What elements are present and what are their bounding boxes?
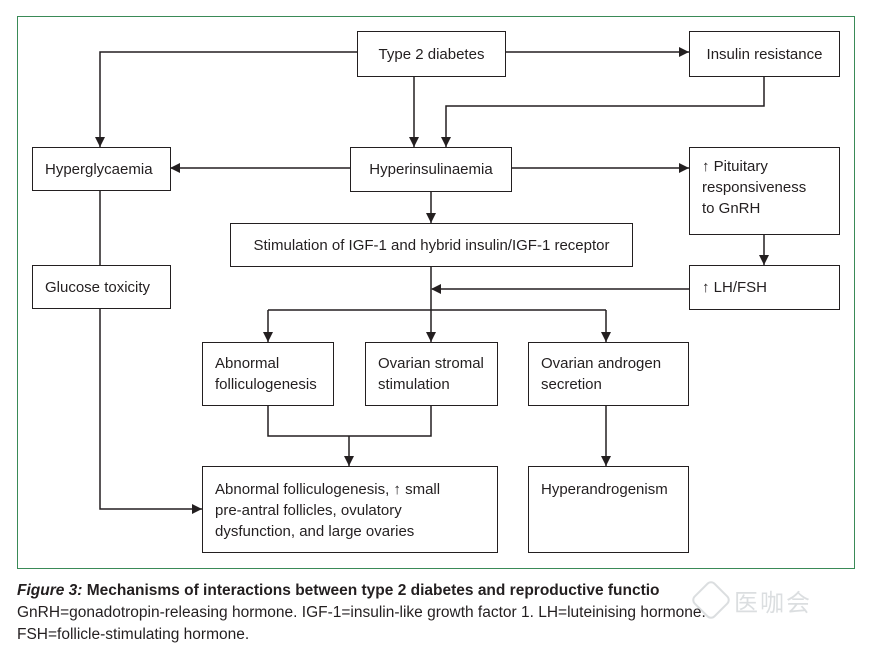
- caption-title: Mechanisms of interactions between type …: [82, 582, 660, 599]
- node-label: ↑ LH/FSH: [702, 279, 768, 296]
- node-label: Hyperandrogenism: [541, 481, 668, 498]
- caption-body: GnRH=gonadotropin-releasing hormone. IGF…: [17, 604, 706, 643]
- node-label: Ovarian stromal stimulation: [378, 355, 484, 393]
- watermark-text: 医咖会: [734, 589, 812, 617]
- edge-abnormal-and-stromal-merge: [267, 405, 432, 437]
- node-label: Hyperglycaemia: [45, 160, 153, 178]
- watermark: 医咖会: [689, 578, 856, 622]
- node-ovarian-androgen-secretion: Ovarian androgen secretion: [528, 342, 689, 406]
- edge-glucose-toxicity-to-outcome: [99, 308, 202, 514]
- node-hyperandrogenism: Hyperandrogenism: [528, 466, 689, 553]
- node-label: Type 2 diabetes: [378, 45, 485, 63]
- watermark-logo-icon: [689, 578, 733, 622]
- figure-caption: Figure 3: Mechanisms of interactions bet…: [17, 580, 817, 646]
- node-ovarian-stromal-stimulation: Ovarian stromal stimulation: [365, 342, 498, 406]
- edge-lh-fsh-to-igf1-arrowhead: [431, 284, 441, 294]
- edge-t2d-to-hyperglycaemia: [95, 51, 357, 147]
- figure-frame: [17, 16, 855, 569]
- node-hyperinsulinaemia: Hyperinsulinaemia: [350, 147, 512, 192]
- node-abnormal-folliculogenesis: Abnormal folliculogenesis: [202, 342, 334, 406]
- node-hyperglycaemia: Hyperglycaemia: [32, 147, 171, 191]
- node-outcome-follicles: Abnormal folliculogenesis, ↑ small pre-a…: [202, 466, 498, 553]
- caption-heading: Figure 3: Mechanisms of interactions bet…: [17, 580, 817, 602]
- node-label: Hyperinsulinaemia: [369, 161, 493, 178]
- node-insulin-resistance: Insulin resistance: [689, 31, 840, 77]
- edge-insulin-resistance-to-hyperinsulinaemia: [441, 76, 765, 147]
- node-label: Abnormal folliculogenesis, ↑ small pre-a…: [215, 481, 441, 540]
- node-label: Glucose toxicity: [45, 278, 151, 296]
- caption-label: Figure 3:: [17, 582, 83, 599]
- node-type2-diabetes: Type 2 diabetes: [357, 31, 506, 77]
- node-label: Insulin resistance: [706, 45, 823, 63]
- node-glucose-toxicity: Glucose toxicity: [32, 265, 171, 309]
- node-igf1-stimulation: Stimulation of IGF-1 and hybrid insulin/…: [230, 223, 633, 267]
- node-pituitary-responsiveness: ↑ Pituitary responsiveness to GnRH: [689, 147, 840, 235]
- node-label: ↑ Pituitary responsiveness to GnRH: [702, 158, 807, 217]
- node-label: Stimulation of IGF-1 and hybrid insulin/…: [253, 236, 610, 254]
- node-label: Ovarian androgen secretion: [541, 355, 662, 393]
- node-lh-fsh: ↑ LH/FSH: [689, 265, 840, 310]
- node-label: Abnormal folliculogenesis: [215, 355, 317, 393]
